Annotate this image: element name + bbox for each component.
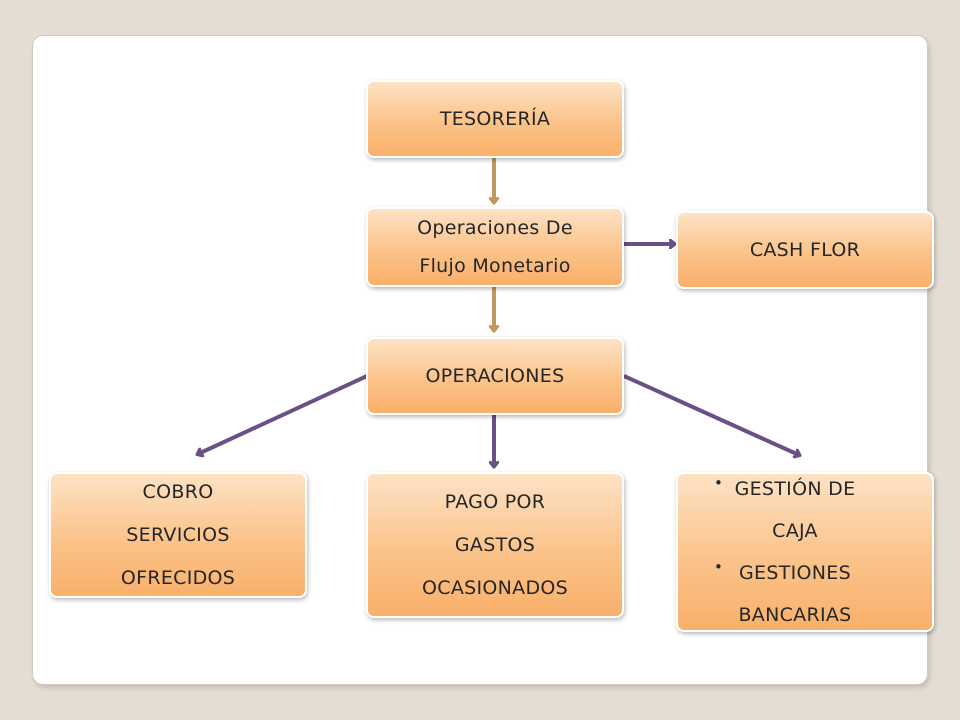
gestion-item-caja: GESTIÓN DE CAJA: [714, 462, 888, 552]
node-cash-flor-label: CASH FLOR: [749, 238, 861, 261]
node-tesoreria-label: TESORERÍA: [439, 107, 551, 130]
node-gestion: GESTIÓN DE CAJA GESTIONES BANCARIAS: [676, 462, 934, 632]
gestion-list: GESTIÓN DE CAJA GESTIONES BANCARIAS: [678, 462, 932, 636]
node-tesoreria: TESORERÍA: [366, 80, 624, 158]
node-operaciones-flujo-label: Operaciones De Flujo Monetario: [417, 217, 573, 277]
node-operaciones-flujo: Operaciones De Flujo Monetario: [366, 207, 624, 287]
node-pago: PAGO POR GASTOS OCASIONADOS: [366, 472, 624, 618]
arrow-operaciones-to-gestion: [623, 374, 799, 455]
arrow-operaciones-to-cobro: [198, 374, 368, 454]
gestion-item-bancarias: GESTIONES BANCARIAS: [714, 546, 888, 636]
node-cash-flor: CASH FLOR: [676, 211, 934, 289]
node-cobro: COBRO SERVICIOS OFRECIDOS: [49, 472, 307, 598]
node-pago-label: PAGO POR GASTOS OCASIONADOS: [422, 490, 568, 599]
node-cobro-label: COBRO SERVICIOS OFRECIDOS: [120, 480, 236, 589]
node-operaciones: OPERACIONES: [366, 337, 624, 415]
node-operaciones-label: OPERACIONES: [425, 364, 565, 387]
